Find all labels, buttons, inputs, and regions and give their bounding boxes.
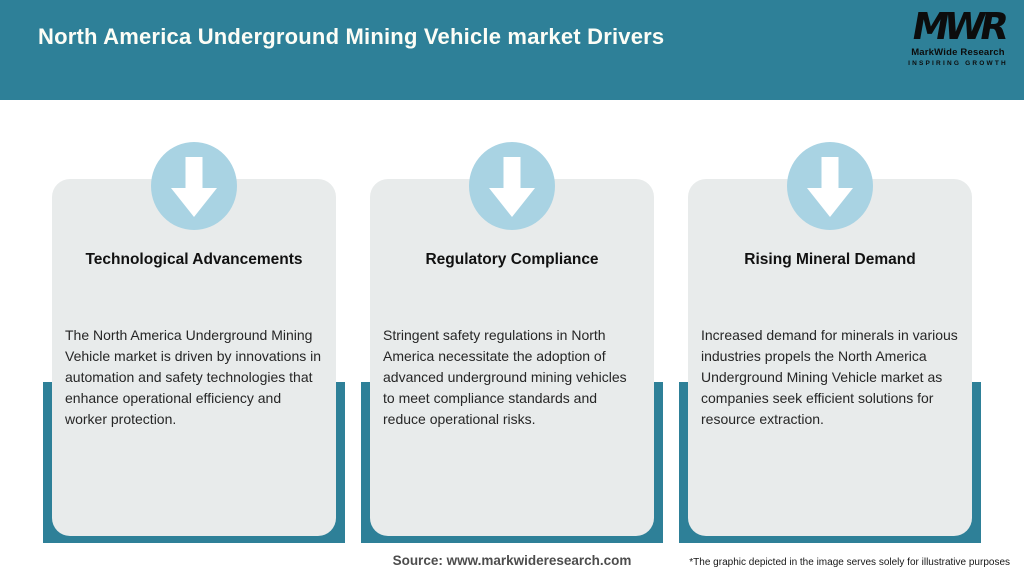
- page-title: North America Underground Mining Vehicle…: [38, 24, 665, 49]
- source-text: Source: www.markwideresearch.com: [392, 553, 632, 568]
- driver-column-2: Regulatory Compliance Stringent safety r…: [361, 142, 663, 543]
- arrow-badge: [787, 142, 873, 230]
- card-body: Increased demand for minerals in various…: [701, 327, 958, 427]
- driver-column-1: Technological Advancements The North Ame…: [43, 142, 345, 543]
- arrow-down-icon: [171, 157, 217, 217]
- markwide-logo: MWR MarkWide Research INSPIRING GROWTH: [908, 5, 1008, 67]
- arrow-down-icon: [807, 157, 853, 217]
- driver-column-3: Rising Mineral Demand Increased demand f…: [679, 142, 981, 543]
- disclaimer-text: *The graphic depicted in the image serve…: [689, 557, 1010, 568]
- mwr-monogram-icon: MWR: [908, 5, 1008, 48]
- arrow-down-icon: [489, 157, 535, 217]
- header-banner: North America Underground Mining Vehicle…: [0, 0, 1024, 100]
- card-title: Rising Mineral Demand: [744, 251, 916, 268]
- card-title: Regulatory Compliance: [425, 251, 599, 268]
- arrow-badge: [151, 142, 237, 230]
- card-body: Stringent safety regulations in North Am…: [383, 327, 627, 427]
- driver-card: Technological Advancements The North Ame…: [52, 179, 336, 536]
- logo-tagline: INSPIRING GROWTH: [908, 59, 1008, 67]
- driver-card: Rising Mineral Demand Increased demand f…: [688, 179, 972, 536]
- logo-name: MarkWide Research: [911, 47, 1005, 58]
- arrow-badge: [469, 142, 555, 230]
- card-title: Technological Advancements: [85, 251, 303, 268]
- driver-card: Regulatory Compliance Stringent safety r…: [370, 179, 654, 536]
- card-body: The North America Underground Mining Veh…: [65, 327, 322, 427]
